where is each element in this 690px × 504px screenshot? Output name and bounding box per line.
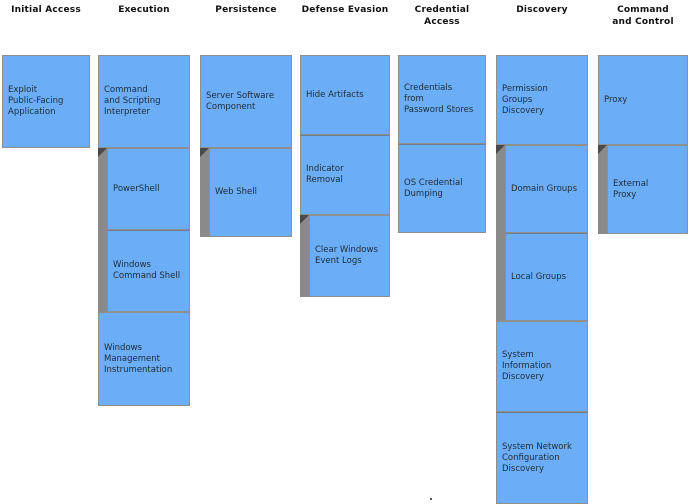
sub-technique-box[interactable]: Web Shell	[209, 148, 292, 237]
technique-box[interactable]: Windows Management Instrumentation	[98, 312, 190, 406]
sub-technique-box[interactable]: Local Groups	[505, 233, 588, 321]
technique-column-0: Exploit Public-Facing Application	[2, 55, 90, 148]
sub-technique-box[interactable]: External Proxy	[607, 145, 688, 234]
technique-label: Exploit Public-Facing Application	[8, 85, 64, 117]
column-header-6: Command and Control	[612, 5, 674, 27]
technique-label: Server Software Component	[206, 90, 275, 112]
technique-label: External Proxy	[613, 178, 649, 200]
technique-box[interactable]: Command and Scripting Interpreter	[98, 55, 190, 148]
technique-label: Domain Groups	[511, 183, 577, 194]
technique-label: Clear Windows Event Logs	[315, 245, 378, 266]
sub-technique-group: Web Shell	[200, 148, 292, 237]
sub-technique-box[interactable]: Clear Windows Event Logs	[309, 215, 390, 297]
sub-technique-box[interactable]: Domain Groups	[505, 145, 588, 233]
sub-technique-spine	[598, 145, 607, 234]
technique-label: Local Groups	[511, 271, 567, 282]
sub-technique-spine	[300, 215, 309, 297]
column-header-3: Defense Evasion	[301, 5, 389, 15]
technique-box[interactable]: Exploit Public-Facing Application	[2, 55, 90, 148]
technique-box[interactable]: Proxy	[598, 55, 688, 145]
technique-label: Windows Command Shell	[113, 260, 181, 281]
technique-label: OS Credential Dumping	[404, 177, 463, 199]
technique-label: System Network Configuration Discovery	[502, 441, 572, 474]
sub-technique-spine	[200, 148, 209, 237]
column-header-4: Credential Access	[414, 5, 470, 27]
technique-column-4: Credentials from Password Stores OS Crede…	[398, 55, 486, 233]
column-header-0: Initial Access	[11, 5, 81, 15]
column-header-2: Persistence	[215, 5, 277, 15]
sub-technique-group: Clear Windows Event Logs	[300, 215, 390, 297]
stray-dot	[430, 498, 432, 500]
technique-box[interactable]: Credentials from Password Stores	[398, 55, 486, 144]
technique-box[interactable]: System Information Discovery	[496, 321, 588, 412]
technique-label: Proxy	[604, 94, 628, 105]
column-header-5: Discovery	[516, 5, 568, 15]
technique-box[interactable]: Hide Artifacts	[300, 55, 390, 135]
technique-box[interactable]: System Network Configuration Discovery	[496, 412, 588, 504]
technique-label: Hide Artifacts	[306, 89, 364, 100]
sub-technique-spine	[98, 148, 107, 312]
sub-technique-group: External Proxy	[598, 145, 688, 234]
sub-technique-box[interactable]: PowerShell	[107, 148, 190, 230]
technique-box[interactable]: Indicator Removal	[300, 135, 390, 215]
column-header-1: Execution	[118, 5, 170, 15]
technique-label: PowerShell	[113, 183, 160, 194]
technique-label: Windows Management Instrumentation	[104, 342, 173, 375]
sub-technique-spine	[496, 145, 505, 321]
technique-label: Indicator Removal	[306, 164, 344, 185]
technique-label: Credentials from Password Stores	[404, 83, 474, 115]
technique-label: Command and Scripting Interpreter	[104, 85, 161, 117]
technique-box[interactable]: OS Credential Dumping	[398, 144, 486, 233]
technique-label: Web Shell	[215, 187, 257, 197]
technique-label: System Information Discovery	[502, 350, 552, 382]
technique-box[interactable]: Permission Groups Discovery	[496, 55, 588, 145]
technique-label: Permission Groups Discovery	[502, 83, 548, 116]
technique-box[interactable]: Server Software Component	[200, 55, 292, 148]
sub-technique-box[interactable]: Windows Command Shell	[107, 230, 190, 312]
